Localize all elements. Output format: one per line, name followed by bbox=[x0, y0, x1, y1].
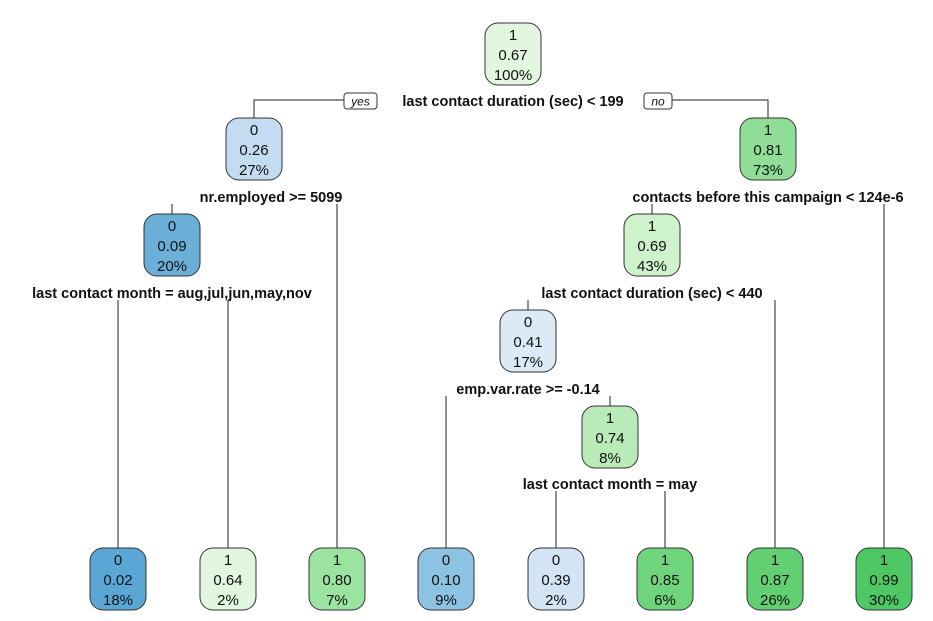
node-class: 1 bbox=[661, 552, 669, 569]
node-percent: 20% bbox=[157, 258, 187, 275]
split-label-n6: last contact duration (sec) < 440 bbox=[541, 286, 762, 302]
tree-node-l6: 1 0.85 6% bbox=[636, 547, 694, 611]
node-percent: 7% bbox=[326, 592, 348, 609]
tree-nodes: 1 0.67 100% 0 0.26 27% 1 0.81 73% 0 0.09 20% 1 0.69 43… bbox=[89, 22, 913, 611]
node-percent: 8% bbox=[599, 450, 621, 467]
node-class: 0 bbox=[168, 218, 176, 235]
node-box bbox=[417, 547, 475, 611]
node-box bbox=[199, 547, 257, 611]
node-class: 1 bbox=[764, 122, 772, 139]
node-class: 0 bbox=[442, 552, 450, 569]
split-label-n3: contacts before this campaign < 124e-6 bbox=[632, 190, 903, 206]
node-box bbox=[225, 117, 283, 181]
node-class: 1 bbox=[606, 410, 614, 427]
tree-edges bbox=[117, 99, 885, 548]
node-percent: 9% bbox=[435, 592, 457, 609]
split-label-n4: last contact month = aug,jul,jun,may,nov bbox=[32, 286, 312, 302]
split-label-n25: last contact month = may bbox=[523, 477, 697, 493]
node-probability: 0.81 bbox=[753, 142, 782, 159]
node-class: 1 bbox=[509, 27, 517, 44]
node-box bbox=[308, 547, 366, 611]
node-box bbox=[855, 547, 913, 611]
tree-node-n3: 1 0.81 73% bbox=[739, 117, 797, 181]
node-box bbox=[484, 22, 542, 86]
node-percent: 100% bbox=[494, 67, 532, 84]
tree-node-n2: 0 0.26 27% bbox=[225, 117, 283, 181]
tree-node-l8: 1 0.99 30% bbox=[855, 547, 913, 611]
node-probability: 0.64 bbox=[213, 572, 242, 589]
tree-node-n12: 0 0.41 17% bbox=[499, 309, 557, 373]
no-marker-box bbox=[643, 92, 673, 110]
node-percent: 73% bbox=[753, 162, 783, 179]
split-labels: last contact duration (sec) < 199 nr.empl… bbox=[32, 94, 903, 493]
node-class: 0 bbox=[250, 122, 258, 139]
node-box bbox=[636, 547, 694, 611]
node-box bbox=[739, 117, 797, 181]
node-box bbox=[581, 405, 639, 469]
node-box bbox=[143, 213, 201, 277]
node-box bbox=[499, 309, 557, 373]
node-percent: 27% bbox=[239, 162, 269, 179]
node-percent: 17% bbox=[513, 354, 543, 371]
node-class: 1 bbox=[880, 552, 888, 569]
node-box bbox=[89, 547, 147, 611]
node-percent: 2% bbox=[217, 592, 239, 609]
tree-node-l7: 1 0.87 26% bbox=[746, 547, 804, 611]
yes-marker-box bbox=[343, 92, 378, 110]
node-probability: 0.87 bbox=[760, 572, 789, 589]
tree-node-n25: 1 0.74 8% bbox=[581, 405, 639, 469]
node-class: 1 bbox=[648, 218, 656, 235]
node-percent: 18% bbox=[103, 592, 133, 609]
edge-root-n3 bbox=[672, 99, 769, 118]
node-probability: 0.02 bbox=[103, 572, 132, 589]
split-label-n2: nr.employed >= 5099 bbox=[200, 190, 343, 206]
node-class: 0 bbox=[524, 314, 532, 331]
node-percent: 2% bbox=[545, 592, 567, 609]
tree-node-l4: 0 0.10 9% bbox=[417, 547, 475, 611]
tree-node-root: 1 0.67 100% bbox=[484, 22, 542, 86]
node-probability: 0.85 bbox=[650, 572, 679, 589]
node-probability: 0.80 bbox=[322, 572, 351, 589]
node-percent: 43% bbox=[637, 258, 667, 275]
tree-node-l2: 1 0.64 2% bbox=[199, 547, 257, 611]
tree-node-n6: 1 0.69 43% bbox=[623, 213, 681, 277]
yes-no-markers: yes no bbox=[343, 92, 673, 110]
node-probability: 0.09 bbox=[157, 238, 186, 255]
node-box bbox=[527, 547, 585, 611]
node-probability: 0.69 bbox=[637, 238, 666, 255]
tree-node-l5: 0 0.39 2% bbox=[527, 547, 585, 611]
no-marker: no bbox=[651, 95, 665, 109]
node-probability: 0.10 bbox=[431, 572, 460, 589]
node-box bbox=[746, 547, 804, 611]
tree-node-n4: 0 0.09 20% bbox=[143, 213, 201, 277]
edge-root-n2 bbox=[253, 99, 344, 118]
node-probability: 0.41 bbox=[513, 334, 542, 351]
node-probability: 0.26 bbox=[239, 142, 268, 159]
node-class: 1 bbox=[333, 552, 341, 569]
node-percent: 26% bbox=[760, 592, 790, 609]
tree-node-l3: 1 0.80 7% bbox=[308, 547, 366, 611]
node-probability: 0.39 bbox=[541, 572, 570, 589]
node-probability: 0.67 bbox=[498, 47, 527, 64]
tree-node-l1: 0 0.02 18% bbox=[89, 547, 147, 611]
node-box bbox=[623, 213, 681, 277]
node-percent: 6% bbox=[654, 592, 676, 609]
node-class: 1 bbox=[771, 552, 779, 569]
yes-marker: yes bbox=[350, 95, 370, 109]
node-class: 0 bbox=[114, 552, 122, 569]
node-probability: 0.74 bbox=[595, 430, 624, 447]
node-percent: 30% bbox=[869, 592, 899, 609]
node-class: 0 bbox=[552, 552, 560, 569]
node-class: 1 bbox=[224, 552, 232, 569]
split-label-root: last contact duration (sec) < 199 bbox=[402, 94, 623, 110]
node-probability: 0.99 bbox=[869, 572, 898, 589]
split-label-n12: emp.var.rate >= -0.14 bbox=[456, 382, 600, 398]
